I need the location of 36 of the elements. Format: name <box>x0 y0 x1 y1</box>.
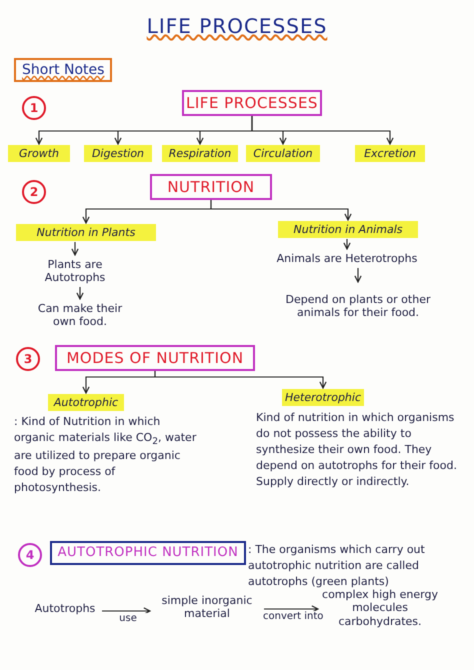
arrow <box>102 607 151 615</box>
highlighted-term: Growth <box>8 145 70 162</box>
description-text: : Kind of Nutrition in which organic materials like CO$_{2}$, water are utilized to prepare organic food by process of photosynthesis. <box>14 414 198 496</box>
heading-box: LIFE PROCESSES <box>182 90 322 116</box>
description-text: : The organisms which carry out autotrophic nutrition are called autotrophs (green plants) <box>248 542 426 590</box>
highlighted-term: Nutrition in Plants <box>16 224 156 241</box>
highlighted-term: Circulation <box>246 145 320 162</box>
highlighted-term: Digestion <box>84 145 152 162</box>
description-text: Kind of nutrition in which organisms do not possess the ability to synthesize their own food. They depend on autotrophs for their food. Supply directly or indirectly. <box>256 410 458 490</box>
circled-number: 2 <box>22 180 46 204</box>
edge-label: convert into <box>261 611 325 622</box>
circled-number: 4 <box>18 543 42 567</box>
note-text: Animals are Heterotrophs <box>262 250 432 267</box>
highlighted-term: Heterotrophic <box>282 389 364 406</box>
highlighted-term: Nutrition in Animals <box>278 221 418 238</box>
arrow <box>343 239 351 250</box>
highlighted-term: Autotrophic <box>48 394 124 411</box>
circled-number: 1 <box>22 96 46 120</box>
highlighted-term: Respiration <box>162 145 238 162</box>
note-text: Can make their own food. <box>25 300 135 330</box>
arrow <box>154 371 327 389</box>
heading-box: AUTOTROPHIC NUTRITION <box>50 541 246 565</box>
note-text: Depend on plants or other animals for their food. <box>278 283 438 329</box>
arrow <box>76 287 84 300</box>
section-tag: Short Notes <box>14 58 112 82</box>
note-text: Plants are Autotrophs <box>30 256 120 286</box>
arrow <box>210 200 352 221</box>
arrow <box>354 268 362 283</box>
arrow <box>264 605 319 613</box>
heading-box: MODES OF NUTRITION <box>55 345 255 371</box>
heading-box: NUTRITION <box>150 174 272 200</box>
arrow <box>71 242 79 256</box>
arrow <box>251 116 394 145</box>
circled-number: 3 <box>16 347 40 371</box>
highlighted-term: Excretion <box>355 145 425 162</box>
page-title: LIFE PROCESSES <box>146 14 328 38</box>
